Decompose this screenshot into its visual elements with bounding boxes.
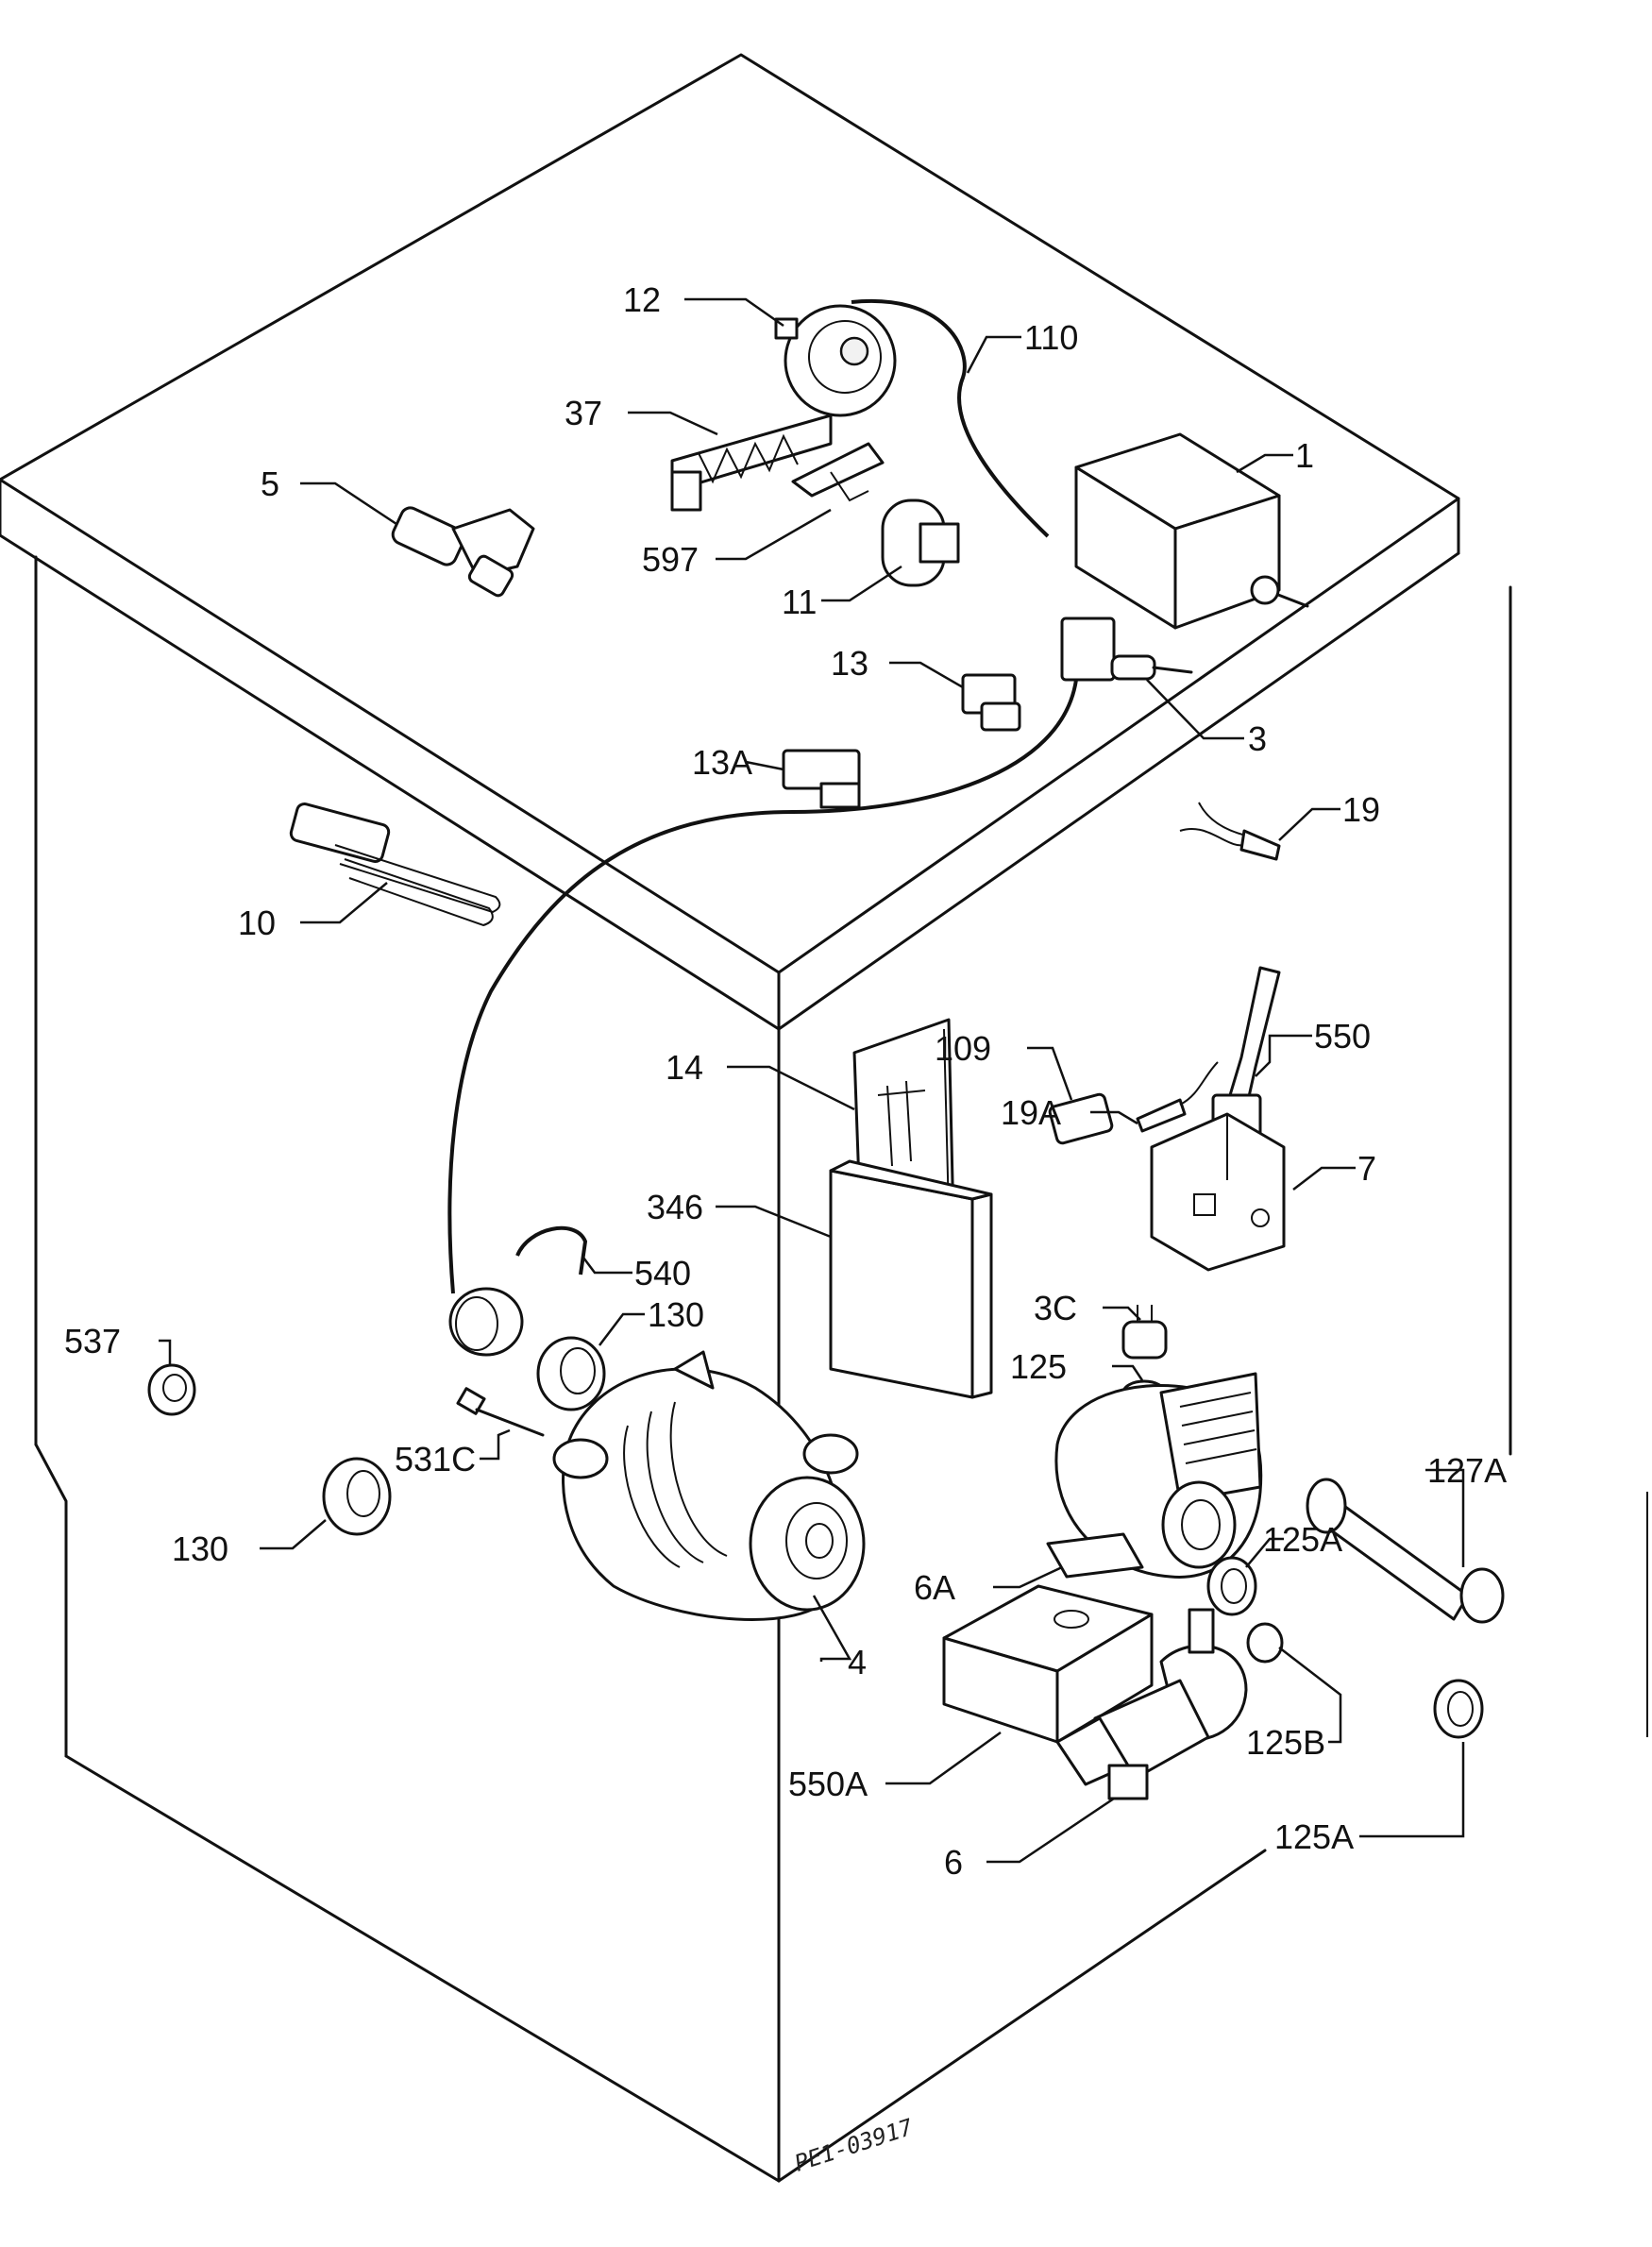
pressure-switch-12 — [774, 304, 897, 417]
label-37: 37 — [565, 394, 602, 432]
label-14: 14 — [666, 1048, 703, 1087]
label-3: 3 — [1248, 719, 1267, 758]
seal-130-lower — [322, 1457, 392, 1536]
sensor-3c — [1121, 1305, 1168, 1360]
label-6: 6 — [944, 1843, 963, 1882]
part-labels: 12 110 37 5 1 597 11 13 3 13A 19 10 550 … — [64, 280, 1507, 1882]
connector-13 — [961, 673, 1021, 732]
sensor-19a — [1136, 1061, 1219, 1133]
label-540: 540 — [634, 1254, 691, 1292]
label-130-lower: 130 — [172, 1529, 228, 1568]
label-3c: 3C — [1034, 1289, 1077, 1327]
label-11: 11 — [782, 583, 817, 621]
label-531c: 531C — [395, 1440, 476, 1478]
leader-lines — [159, 297, 1465, 1864]
ring-125b — [1246, 1622, 1284, 1664]
label-10: 10 — [238, 904, 276, 942]
label-12: 12 — [623, 280, 661, 319]
clip-540 — [515, 1225, 588, 1276]
cabinet-outline — [0, 53, 1512, 2183]
seal-130-upper — [536, 1336, 606, 1411]
ring-125a-lower — [1433, 1679, 1484, 1739]
label-550: 550 — [1314, 1017, 1371, 1056]
label-4: 4 — [848, 1643, 867, 1681]
label-125: 125 — [1010, 1347, 1067, 1386]
door-lock-7 — [1150, 1112, 1286, 1272]
label-130-upper: 130 — [648, 1295, 704, 1334]
drain-pump-6 — [1055, 1608, 1248, 1800]
screw-531c — [456, 1387, 545, 1437]
label-6a: 6A — [914, 1568, 955, 1607]
label-127a: 127A — [1427, 1451, 1507, 1490]
grommet-537 — [147, 1363, 196, 1416]
dispenser-housing-346 — [829, 1159, 993, 1399]
label-125b: 125B — [1246, 1723, 1325, 1762]
filter-3 — [1060, 617, 1193, 682]
capacitor-11 — [881, 498, 960, 587]
connector-13a — [782, 749, 861, 809]
label-346: 346 — [647, 1188, 703, 1226]
bracket-37 — [670, 414, 833, 512]
label-125a-lower: 125A — [1274, 1817, 1354, 1856]
inlet-valve-5 — [391, 506, 535, 598]
label-13: 13 — [831, 644, 868, 683]
cover-550a — [942, 1584, 1154, 1744]
clip-597 — [791, 442, 885, 502]
label-537: 537 — [64, 1322, 121, 1360]
label-7: 7 — [1357, 1149, 1376, 1188]
motor-4 — [552, 1350, 866, 1621]
programmer-1 — [1074, 432, 1309, 630]
sensor-19 — [1179, 802, 1281, 861]
hose-127a — [1306, 1478, 1505, 1624]
heater-element-10 — [289, 802, 501, 927]
hose-110 — [851, 298, 1050, 538]
label-110: 110 — [1024, 318, 1078, 357]
label-13a: 13A — [692, 743, 752, 782]
label-5: 5 — [261, 465, 279, 503]
label-125a-upper: 125A — [1263, 1520, 1342, 1559]
grommet — [448, 1287, 524, 1357]
ring-125a-upper — [1206, 1556, 1257, 1616]
label-597: 597 — [642, 540, 699, 579]
label-19a: 19A — [1001, 1093, 1061, 1132]
mains-cable — [447, 679, 1078, 1294]
pump-housing-6a — [1046, 1372, 1263, 1579]
drawing-code: PE1-03917 — [791, 2114, 917, 2177]
label-109: 109 — [935, 1029, 991, 1068]
label-1: 1 — [1295, 436, 1314, 475]
label-19: 19 — [1342, 790, 1380, 829]
label-550a: 550A — [788, 1765, 868, 1803]
